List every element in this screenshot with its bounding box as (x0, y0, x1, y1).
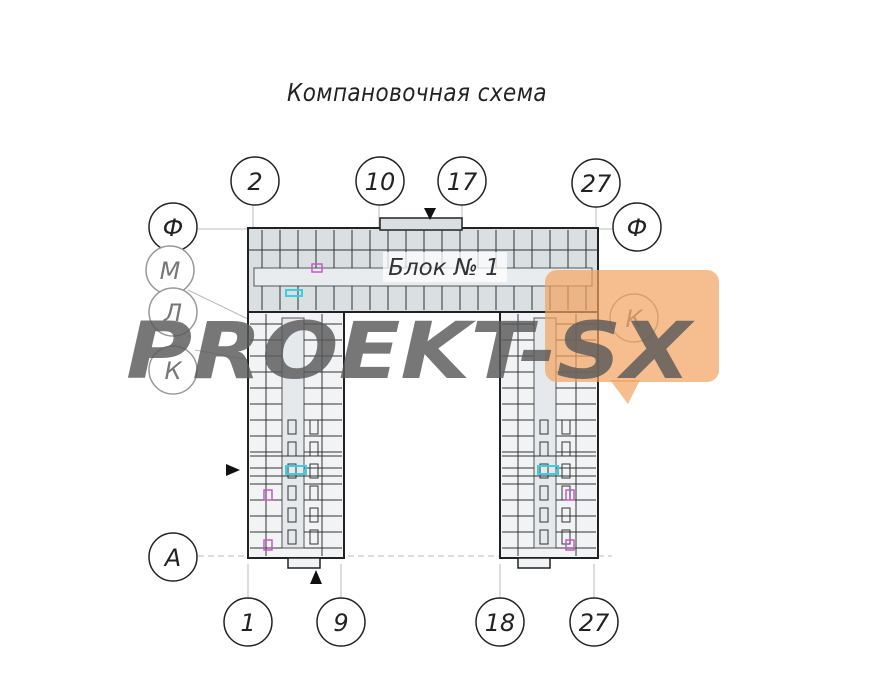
axis-label: М (160, 257, 181, 285)
watermark: PROEKT-SX (126, 270, 719, 404)
axis-bubble-bottom-0: 1 (223, 597, 273, 647)
axis-label: 27 (579, 609, 610, 637)
page-title: Компановочная схема (287, 78, 547, 107)
entrance-arrow-icon (226, 208, 436, 584)
axis-label: 10 (365, 168, 396, 196)
block-label: Блок № 1 (388, 255, 500, 281)
axis-bubble-top-3: 27 (571, 158, 621, 208)
watermark-text: PROEKT-SX (126, 307, 695, 397)
axis-label: 17 (447, 168, 478, 196)
axis-bubble-top-2: 17 (437, 156, 487, 206)
axis-bubble-left-3: К (148, 345, 198, 395)
axis-bubble-left-4: А (148, 532, 198, 582)
axis-bubble-left-1: М (145, 245, 195, 295)
axis-bubble-left-2: Л (148, 287, 198, 337)
entrance-porch (379, 217, 463, 231)
axis-bubble-top-0: 2 (230, 156, 280, 206)
axis-label: 27 (581, 170, 612, 198)
axis-bubble-left-0: Ф (148, 202, 198, 252)
axis-label: Ф (627, 214, 648, 242)
axis-bubble-bottom-3: 27 (569, 597, 619, 647)
axis-label: 2 (247, 168, 262, 196)
axis-label: Л (163, 299, 182, 327)
axis-label: 1 (240, 609, 255, 637)
axis-label: 9 (333, 609, 348, 637)
axis-label: А (163, 544, 181, 572)
axis-label: 18 (485, 609, 516, 637)
axis-label: К (164, 357, 182, 385)
axis-bubble-top-1: 10 (355, 156, 405, 206)
axis-label: Ф (163, 214, 184, 242)
axis-bubble-bottom-2: 18 (475, 597, 525, 647)
axis-bubble-bottom-1: 9 (316, 597, 366, 647)
plan-accents (263, 263, 575, 551)
axis-bubble-right-0: Ф (612, 202, 662, 252)
